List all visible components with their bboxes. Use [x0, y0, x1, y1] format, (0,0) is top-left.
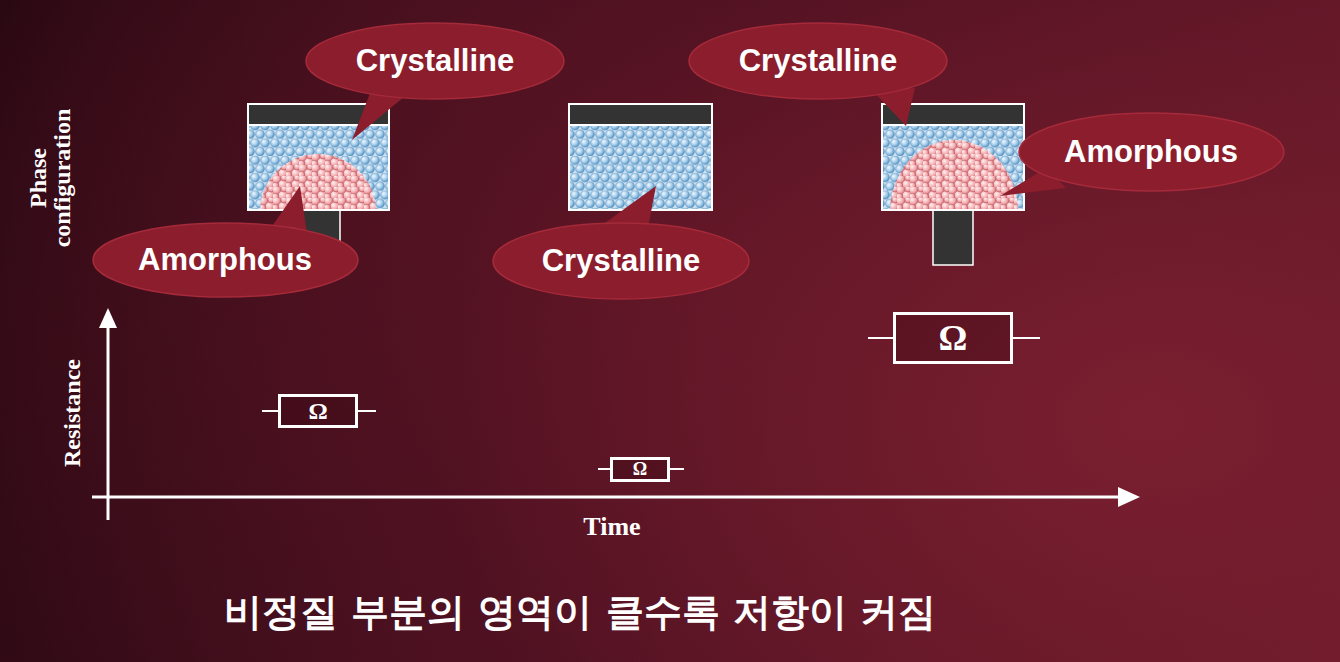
- callout-text: Crystalline: [542, 243, 701, 279]
- callout-text: Amorphous: [1064, 134, 1238, 170]
- callout-text: Crystalline: [739, 43, 898, 79]
- callout-bubble: Crystalline: [492, 222, 750, 300]
- callout-bubble: Amorphous: [1018, 112, 1285, 192]
- resistor-symbol: Ω: [610, 457, 670, 482]
- callout-bubble: Crystalline: [305, 22, 565, 100]
- resistor-symbol: Ω: [893, 312, 1013, 364]
- callout-bubble: Crystalline: [688, 22, 948, 100]
- resistance-symbol: Ω: [939, 317, 968, 359]
- memory-cell: [569, 104, 712, 210]
- caption: 비정질 부분의 영역이 클수록 저항이 커짐: [224, 587, 936, 638]
- resistance-symbol: Ω: [633, 459, 647, 480]
- resistor-symbol: Ω: [278, 394, 358, 428]
- axes: [92, 308, 1140, 520]
- axis-title: Phase configuration: [26, 109, 74, 248]
- callout-bubble: Amorphous: [92, 222, 359, 298]
- axis-title: Resistance: [60, 359, 84, 467]
- callout-text: Amorphous: [138, 242, 312, 278]
- axis-title: Time: [583, 514, 640, 540]
- resistance-symbol: Ω: [308, 398, 327, 425]
- callout-text: Crystalline: [356, 43, 515, 79]
- callout-tail: [268, 88, 1066, 240]
- memory-cell: [882, 104, 1024, 284]
